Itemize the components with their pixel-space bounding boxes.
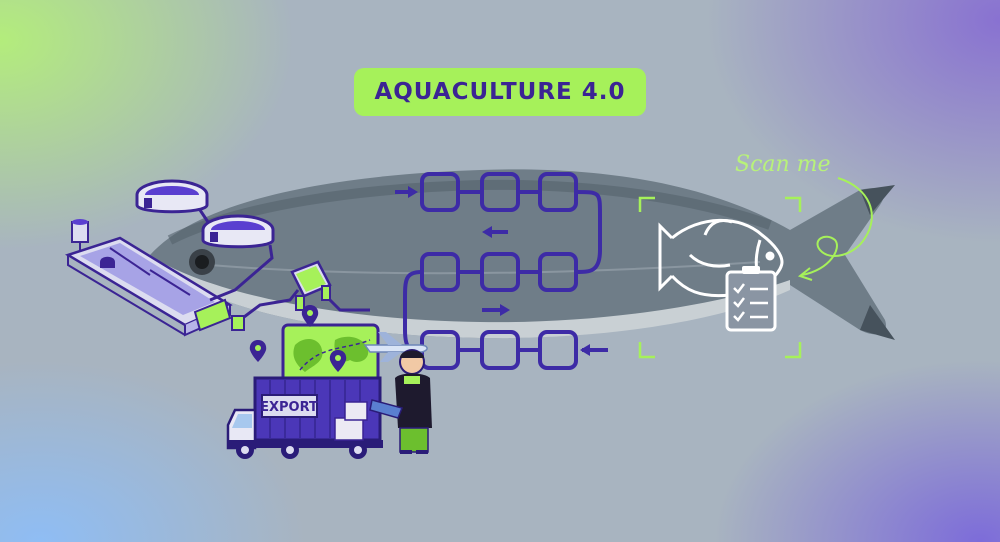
checklist-icon: [725, 266, 777, 332]
page-title: AQUACULTURE 4.0: [374, 79, 626, 105]
arrow-right-icon: [408, 186, 418, 198]
location-pin-icon: [249, 305, 347, 372]
flow-arrows: [408, 186, 590, 356]
worker-with-tablet-icon: [369, 349, 432, 454]
arrow-left-icon: [580, 344, 590, 356]
filter-unit-icon: [231, 260, 332, 331]
arrow-right-icon: [500, 304, 510, 316]
arrow-left-icon: [482, 226, 492, 238]
qr-scan-frame-icon: [638, 196, 802, 359]
flow-box: [538, 330, 578, 370]
truck-label: EXPORT: [260, 400, 318, 415]
raceway-pond-icon: [65, 236, 233, 337]
round-tank-icon: [135, 179, 275, 249]
fish-photo: [150, 169, 895, 340]
scan-me-label: Scan me: [735, 152, 831, 177]
water-sensor-icon: [71, 219, 89, 250]
flow-box: [420, 330, 460, 370]
curved-arrow-icon: [797, 177, 873, 281]
pipes: [198, 209, 370, 322]
title-badge: AQUACULTURE 4.0: [354, 68, 646, 116]
export-truck-icon: EXPORT: [226, 376, 383, 459]
